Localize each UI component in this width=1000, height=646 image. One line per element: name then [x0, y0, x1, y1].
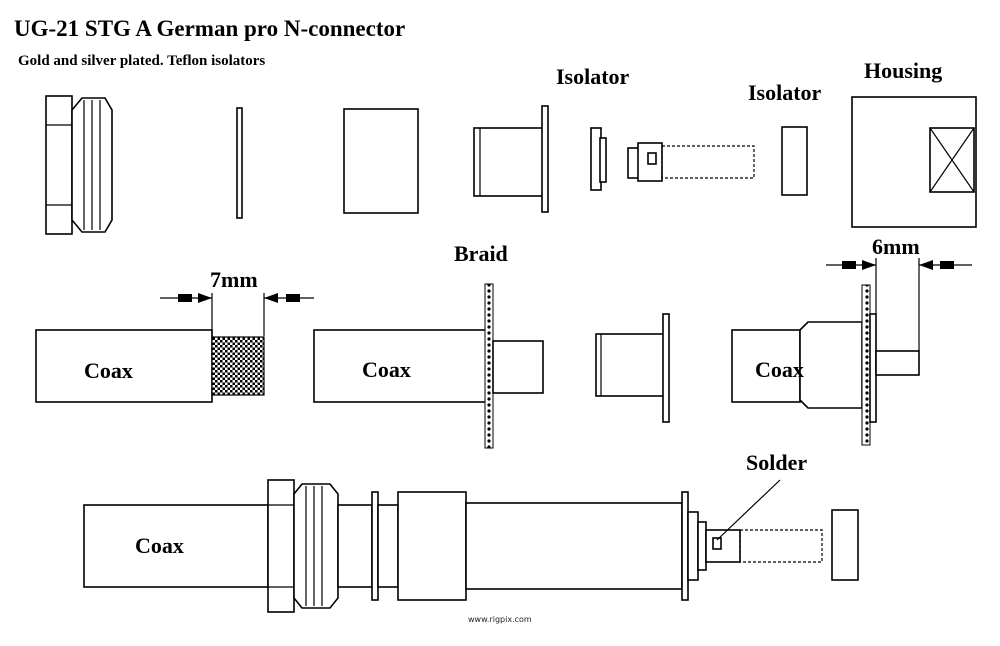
dimension-7mm: 7mm: [210, 267, 258, 292]
contact-pin: [627, 142, 755, 182]
coax-assembled-6mm: [731, 258, 972, 446]
dimension-6mm: 6mm: [872, 234, 920, 259]
isolator-part-1: [590, 127, 607, 191]
housing-part: [851, 96, 977, 228]
washer: [236, 107, 243, 219]
coax-label-3: Coax: [755, 357, 804, 382]
braid-label: Braid: [454, 241, 508, 266]
solder-label: Solder: [746, 450, 807, 475]
watermark: www.rigpix.com: [468, 615, 532, 624]
coupling-nut: [45, 95, 113, 235]
coax-label-4: Coax: [135, 533, 184, 558]
gasket: [343, 108, 419, 214]
coax-stripped-7mm: [35, 293, 314, 403]
assembled-connector: [83, 479, 823, 613]
isolator-part-3: [831, 509, 859, 581]
isolator-label-2: Isolator: [748, 80, 822, 105]
diagram-subtitle: Gold and silver plated. Teflon isolators: [18, 53, 265, 69]
diagram-title: UG-21 STG A German pro N-connector: [14, 16, 405, 41]
isolator-label-1: Isolator: [556, 64, 630, 89]
coax-with-braid: [313, 283, 544, 449]
clamp-sleeve: [473, 105, 549, 213]
isolator-part-2: [781, 126, 808, 196]
coax-label-1: Coax: [84, 358, 133, 383]
coax-label-2: Coax: [362, 357, 411, 382]
housing-label: Housing: [864, 58, 942, 83]
clamp-sleeve-row2: [595, 313, 670, 423]
